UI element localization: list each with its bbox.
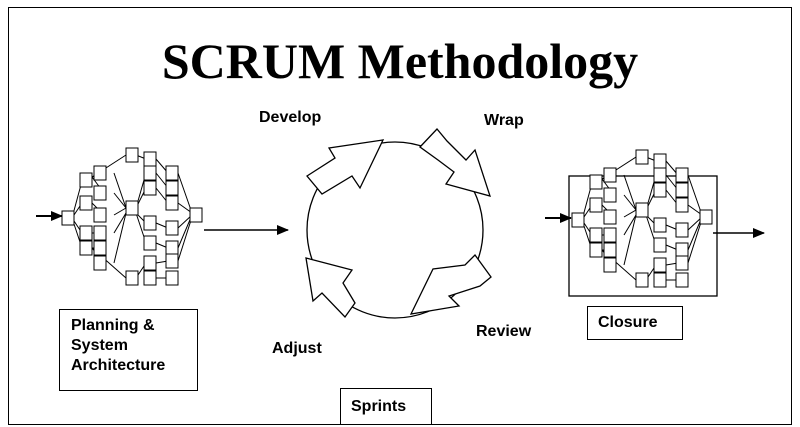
closure-frame <box>568 175 718 297</box>
closure-label: Closure <box>598 314 658 331</box>
closure-box: Closure <box>587 306 683 340</box>
planning-line-1: Planning & <box>71 317 155 334</box>
sprint-cycle <box>305 128 492 319</box>
planning-box: Planning & System Architecture <box>59 309 198 391</box>
planning-line-3: Architecture <box>71 357 166 374</box>
review-arrow-icon <box>409 254 492 315</box>
planning-network <box>36 147 289 286</box>
wrap-arrow-icon <box>419 128 491 197</box>
sprints-box: Sprints <box>340 388 432 425</box>
label-wrap: Wrap <box>484 112 524 129</box>
label-adjust: Adjust <box>272 340 322 357</box>
develop-arrow-icon <box>306 139 385 195</box>
closure-network <box>545 149 765 297</box>
label-review: Review <box>476 323 532 340</box>
adjust-arrow-icon <box>305 257 356 319</box>
planning-line-2: System <box>71 337 128 354</box>
sprint-circle <box>306 141 484 319</box>
diagram-title: SCRUM Methodology <box>161 33 639 89</box>
label-develop: Develop <box>259 109 322 126</box>
sprints-label: Sprints <box>351 398 407 415</box>
